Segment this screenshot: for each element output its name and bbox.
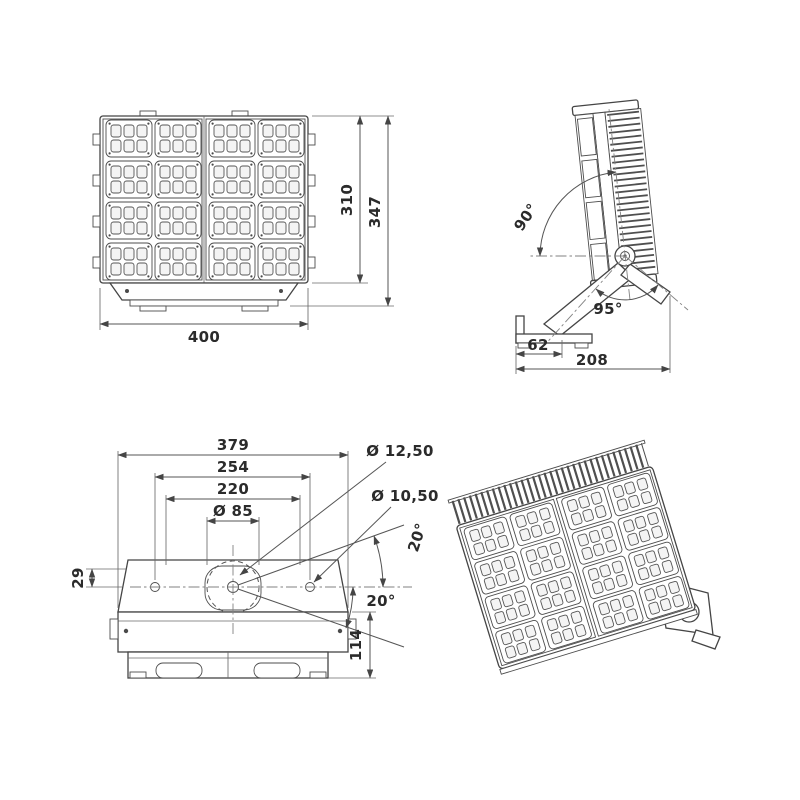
dim-height-body-label: 310 — [338, 184, 356, 216]
dim-offset-left-label: 29 — [69, 567, 87, 588]
front-housing — [92, 110, 316, 312]
plan-centerlines — [130, 545, 412, 635]
dim-angle-lower-label: 20° — [366, 592, 395, 610]
callout-hole-small-label: Ø 10,50 — [371, 487, 439, 505]
plan-view: 379 254 220 Ø 85 Ø 12,50 Ø 10,50 20° 20°… — [69, 436, 439, 679]
plan-dimensions: 379 254 220 Ø 85 Ø 12,50 Ø 10,50 20° 20°… — [69, 436, 439, 679]
front-dimensions: 310 347 400 — [99, 115, 394, 346]
callout-hole-large-label: Ø 12,50 — [366, 442, 434, 460]
dim-depth-label: 208 — [576, 351, 608, 369]
dim-height-total-label: 347 — [366, 196, 384, 228]
dim-width-total-label: 379 — [217, 436, 249, 454]
dim-tilt-angle-label: 95° — [593, 300, 622, 318]
side-lamp-body — [571, 99, 659, 291]
dim-width-inner-label: 220 — [217, 480, 249, 498]
mounting-base — [108, 282, 300, 312]
iso-lamp — [447, 439, 698, 675]
front-view: 310 347 400 — [92, 110, 394, 346]
side-view: 90° 95° 62 208 — [510, 99, 689, 374]
dim-bolt-circle-label: Ø 85 — [213, 502, 253, 520]
dim-foot-width-label: 62 — [527, 336, 548, 354]
dim-width-holes-label: 254 — [217, 458, 249, 476]
dim-swivel-angle-label: 90° — [510, 200, 541, 234]
dim-width-label: 400 — [188, 328, 220, 346]
isometric-view — [447, 439, 721, 675]
dim-height-body-label: 114 — [347, 629, 365, 661]
side-dimensions: 90° 95° 62 208 — [510, 169, 671, 374]
